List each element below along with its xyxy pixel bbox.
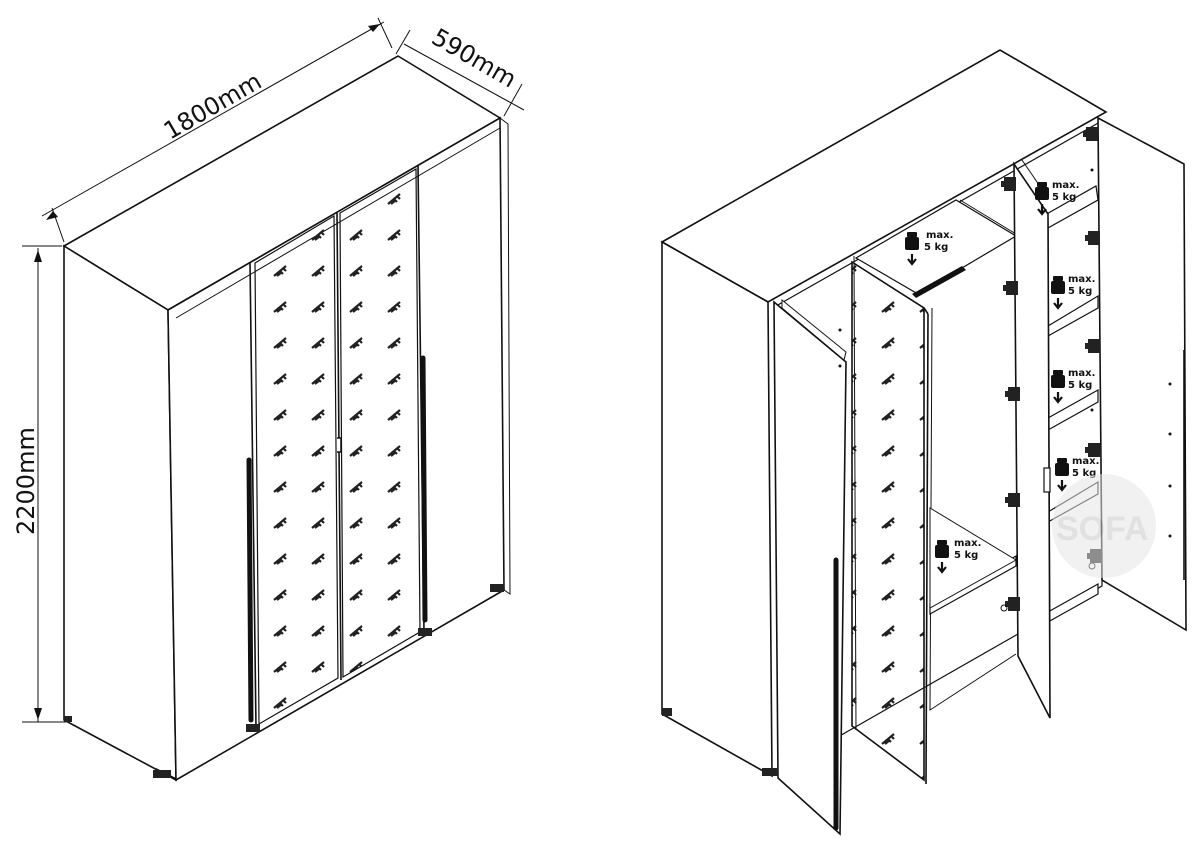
load-label-1: max. 5 kg: [903, 230, 953, 266]
svg-text:max.: max.: [1068, 274, 1095, 285]
svg-text:5 kg: 5 kg: [954, 550, 978, 561]
svg-text:max.: max.: [1072, 456, 1099, 467]
side-panel: [63, 244, 177, 782]
width-label: 1800mm: [159, 67, 266, 145]
load-label-6: max. 5 kg: [933, 538, 981, 574]
svg-text:5 kg: 5 kg: [924, 242, 948, 253]
svg-text:SOFA: SOFA: [1056, 510, 1149, 548]
middle-door-open: [1013, 161, 1051, 719]
load-label-2: max. 5 kg: [1033, 180, 1079, 216]
svg-text:max.: max.: [1052, 180, 1079, 191]
side-panel-open: [661, 240, 773, 778]
load-label-5: max. 5 kg: [1053, 456, 1099, 492]
watermark: SOFA: [1052, 474, 1156, 578]
mirror-door-left: [254, 214, 339, 726]
svg-text:5 kg: 5 kg: [1072, 468, 1096, 479]
load-label-3: max. 5 kg: [1049, 274, 1095, 310]
svg-text:5 kg: 5 kg: [1068, 286, 1092, 297]
svg-text:5 kg: 5 kg: [1068, 380, 1092, 391]
svg-text:max.: max.: [926, 230, 953, 241]
svg-text:max.: max.: [954, 538, 981, 549]
load-label-4: max. 5 kg: [1049, 368, 1095, 404]
svg-text:max.: max.: [1068, 368, 1095, 379]
svg-text:5 kg: 5 kg: [1052, 192, 1076, 203]
mirror-door-open: [851, 260, 925, 782]
height-dimension: 2200mm: [12, 245, 66, 723]
open-wardrobe: [660, 49, 1187, 836]
handle-icon: [420, 355, 428, 623]
handle-icon: [246, 457, 254, 723]
closed-wardrobe: [62, 55, 511, 782]
height-label: 2200mm: [12, 427, 40, 535]
mirror-door-right: [339, 167, 421, 679]
